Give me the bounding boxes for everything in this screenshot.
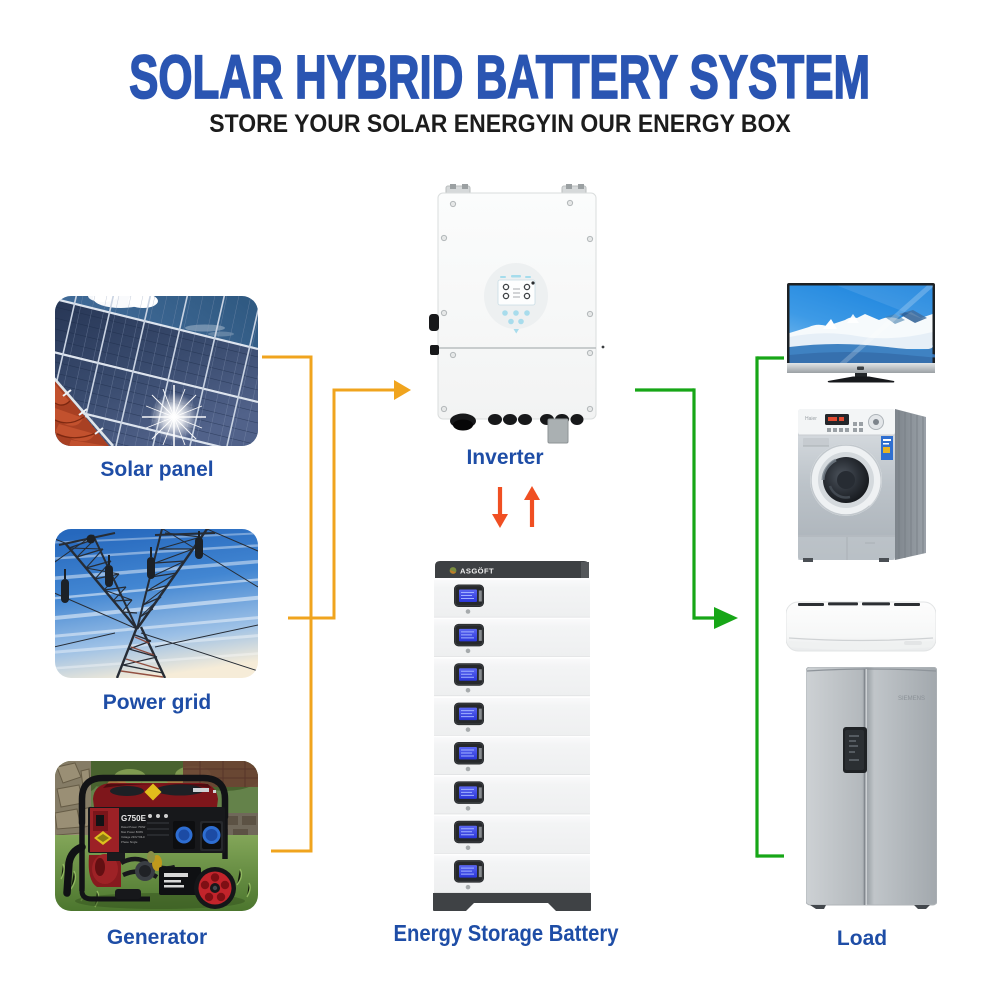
svg-text:SIEMENS: SIEMENS <box>898 696 925 702</box>
svg-text:Haier: Haier <box>805 416 817 422</box>
svg-text:Phase Single: Phase Single <box>121 840 138 844</box>
svg-text:Rated Power 750W: Rated Power 750W <box>121 825 146 829</box>
svg-text:Max Power 800W: Max Power 800W <box>121 830 143 834</box>
svg-text:G750E: G750E <box>121 814 147 823</box>
svg-text:Voltage 230V 50Hz: Voltage 230V 50Hz <box>121 835 146 839</box>
svg-text:ASGÖFT: ASGÖFT <box>460 567 494 576</box>
